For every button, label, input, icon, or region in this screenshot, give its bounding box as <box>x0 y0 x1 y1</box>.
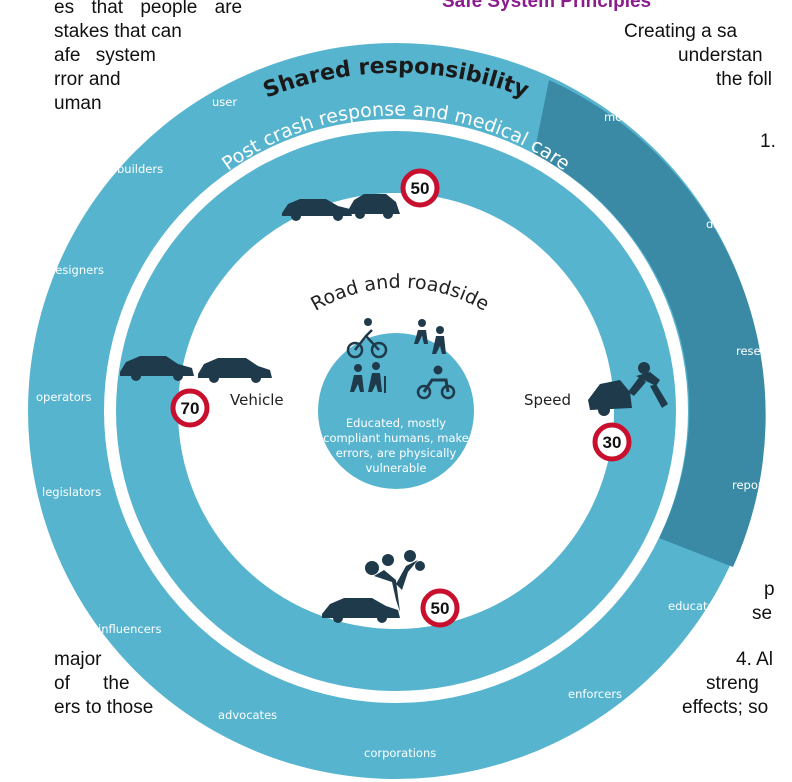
role-enforcers: enforcers <box>568 687 622 701</box>
speed-sign-50-bottom: 50 <box>420 588 460 628</box>
car-icon <box>120 356 194 381</box>
left-text-line: of the <box>54 673 130 694</box>
right-text-line: streng <box>706 673 759 694</box>
section-heading: Safe System Principles <box>442 0 652 12</box>
role-influencers: influencers <box>98 622 162 636</box>
role-report: report <box>732 478 768 492</box>
cyclist-icon <box>346 318 388 359</box>
monitoring-sector <box>534 80 766 567</box>
role-corporations: corporations <box>364 746 436 760</box>
car-icon <box>282 199 352 221</box>
left-text-line: stakes that can <box>54 21 182 42</box>
core-description-line: vulnerable <box>366 461 427 475</box>
svg-text:50: 50 <box>411 179 430 198</box>
role-builders: builders <box>117 162 163 176</box>
core-description-line: errors, are physically <box>336 446 457 460</box>
role-user: user <box>212 95 237 109</box>
tree-crash-icon <box>322 550 425 623</box>
left-text-line: afe system <box>54 45 156 66</box>
role-research: research <box>736 344 786 358</box>
speed-sign-70: 70 <box>170 388 210 428</box>
left-text-line: ers to those <box>54 697 154 718</box>
vehicle-label: Vehicle <box>230 391 284 409</box>
left-text-line: uman <box>54 93 102 114</box>
right-text-line: Creating a sa <box>624 21 738 42</box>
core-description-line: compliant humans, make <box>323 431 469 445</box>
role-legislators: legislators <box>42 485 101 499</box>
svg-text:70: 70 <box>181 399 200 418</box>
speed-sign-50-top: 50 <box>400 168 440 208</box>
right-text-line: the foll <box>716 69 772 90</box>
right-text-line: se <box>752 603 773 624</box>
speed-label: Speed <box>524 391 571 409</box>
right-text-line: 4. Al <box>736 649 773 670</box>
car-icon <box>346 194 400 219</box>
crash-icon <box>588 362 668 416</box>
role-educators: educators <box>668 599 725 613</box>
left-text-line: major <box>54 649 102 670</box>
speed-sign-30: 30 <box>592 422 632 462</box>
left-text-line: es that people are <box>54 0 243 18</box>
core-description-line: Educated, mostly <box>346 416 446 430</box>
role-designers: designers <box>48 263 104 277</box>
pedestrian-icon <box>414 319 446 354</box>
svg-text:50: 50 <box>431 599 450 618</box>
svg-text:30: 30 <box>603 433 622 452</box>
role-data: data <box>706 217 732 231</box>
car-icon <box>198 358 272 383</box>
right-text-line: p <box>764 579 775 600</box>
role-operators: operators <box>36 390 91 404</box>
elderly-walkers-icon <box>350 362 386 393</box>
left-text-line: rror and <box>54 69 121 90</box>
right-text-line: effects; so <box>682 697 769 718</box>
role-advocates: advocates <box>218 708 277 722</box>
motorcyclist-icon <box>416 365 456 400</box>
right-text-line: understan <box>678 45 763 66</box>
role-monitor: monitor <box>604 110 649 124</box>
right-text-line: 1. <box>760 131 776 152</box>
